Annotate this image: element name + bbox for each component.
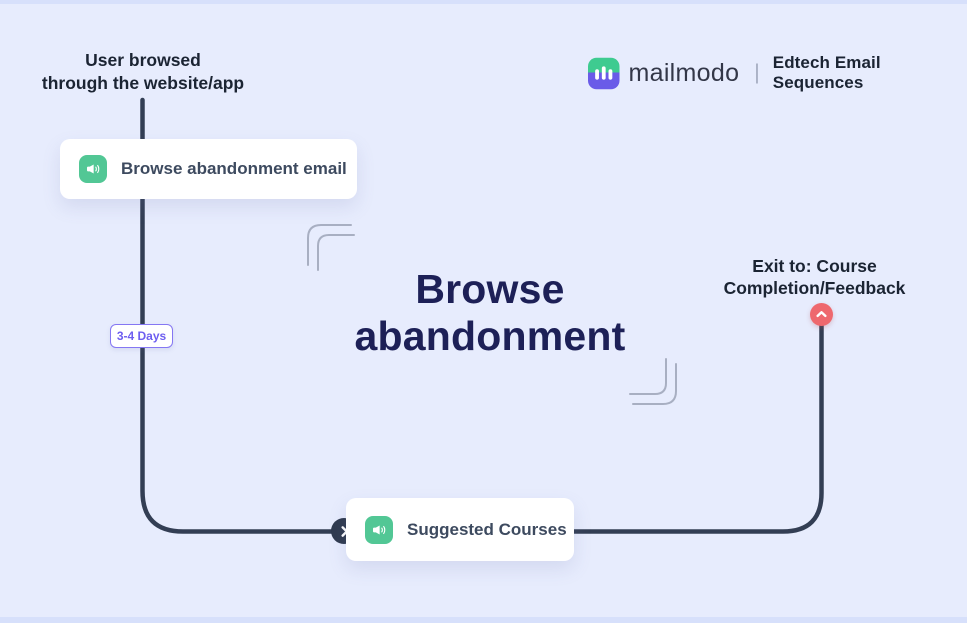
- top-edge-strip: [0, 0, 967, 4]
- bottom-edge-strip: [0, 617, 967, 623]
- exit-label-line1: Exit to: Course: [752, 256, 877, 276]
- node-browse-abandonment-email[interactable]: Browse abandonment email: [60, 139, 357, 199]
- exit-collapse-button[interactable]: [810, 303, 833, 326]
- corner-bracket-icon: [629, 358, 677, 405]
- mailmodo-logo-icon: [588, 57, 620, 89]
- trigger-label-line1: User browsed: [85, 50, 201, 70]
- trigger-label-line2: through the website/app: [41, 73, 245, 93]
- exit-label: Exit to: Course Completion/Feedback: [704, 255, 925, 299]
- header-branding: mailmodo | Edtech Email Sequences: [588, 53, 967, 92]
- megaphone-icon: [79, 155, 107, 183]
- megaphone-icon: [365, 515, 393, 544]
- node-suggested-courses[interactable]: Suggested Courses: [346, 498, 574, 561]
- corner-bracket-icon: [307, 224, 355, 271]
- sequence-title: Edtech Email Sequences: [772, 53, 881, 92]
- flow-title-line2: abandonment: [354, 313, 626, 359]
- trigger-label: User browsed through the website/app: [18, 49, 268, 95]
- flow-title-line1: Browse: [415, 266, 565, 312]
- exit-label-line2: Completion/Feedback: [723, 278, 906, 298]
- brand-separator: |: [754, 61, 760, 84]
- delay-badge[interactable]: 3-4 Days: [110, 324, 173, 348]
- flow-title: Browse abandonment: [315, 266, 665, 360]
- node-label: Suggested Courses: [407, 519, 567, 539]
- brand-name: mailmodo: [628, 58, 740, 87]
- node-label: Browse abandonment email: [121, 159, 347, 178]
